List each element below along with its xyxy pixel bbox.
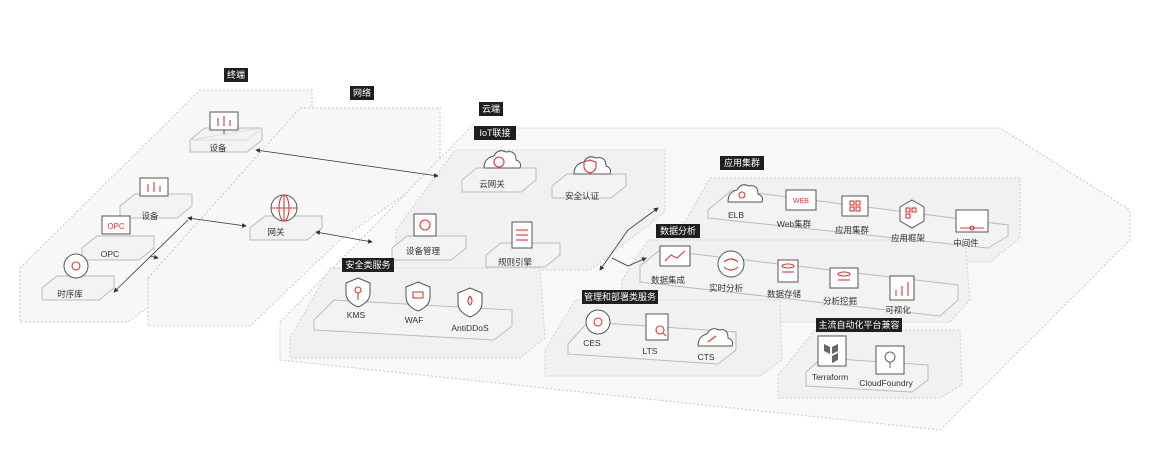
opc-icon: OPC [101,215,131,235]
svg-text:数据分析: 数据分析 [660,225,696,236]
label-cloudfoundry: CloudFoundry [859,378,913,388]
ddos-shield-icon [457,287,483,318]
key-shield-icon [345,277,371,308]
log-search-icon [645,313,669,341]
monitor-icon [209,111,239,134]
bar-chart-icon [889,275,915,301]
label-web-cluster: Web集群 [777,219,812,229]
web-screen-text: WEB [793,198,809,205]
opc-screen-text: OPC [107,222,125,231]
label-device-top: 设备 [209,143,227,153]
monitor-eye-icon [585,309,611,335]
group-tag-automation: 主流自动化平台兼容 [816,318,902,332]
group-tag-app-cluster: 应用集群 [720,156,764,170]
middleware-monitor-icon [955,209,989,233]
svg-text:IoT联接: IoT联接 [479,127,510,138]
group-tag-management: 管理和部署类服务 [582,290,658,304]
cloud-trace-icon [697,328,733,347]
label-visualization: 可视化 [885,305,911,315]
globe-icon [270,194,298,222]
svg-text:安全类服务: 安全类服务 [345,259,390,270]
cloudfoundry-icon [875,345,905,375]
document-icon [511,221,533,249]
firewall-shield-icon [405,281,431,312]
label-terraform: Terraform [812,372,848,382]
svg-text:终端: 终端 [227,69,245,80]
label-device-mgmt: 设备管理 [406,246,441,256]
label-waf: WAF [405,315,424,325]
label-cloud-gateway: 云网关 [479,179,505,189]
label-data-mining: 分析挖掘 [823,296,857,306]
label-kms: KMS [347,310,366,320]
database-disk-icon [63,253,89,279]
label-middleware: 中间件 [953,238,979,248]
svg-text:应用集群: 应用集群 [724,157,760,168]
label-device-mid: 设备 [141,211,159,221]
svg-text:云端: 云端 [482,103,500,114]
label-tsdb: 时序库 [57,289,83,299]
monitor-icon [139,177,169,197]
label-opc: OPC [101,249,119,259]
label-realtime-analysis: 实时分析 [709,283,744,293]
label-antiddos: AntiDDoS [451,323,489,333]
group-tag-iot: IoT联接 [474,126,516,140]
label-data-integration: 数据集成 [651,275,686,285]
zone-tag-network: 网络 [350,86,374,100]
label-app-cluster: 应用集群 [835,225,870,235]
cloud-shield-icon [573,156,611,175]
connection-arrows [113,148,659,293]
label-security-auth: 安全认证 [565,191,600,201]
cloud-load-balancer-icon [727,184,763,203]
label-ces: CES [583,338,601,348]
label-app-framework: 应用框架 [891,233,926,243]
group-tag-data-analysis: 数据分析 [656,224,700,238]
svg-text:主流自动化平台兼容: 主流自动化平台兼容 [818,319,899,330]
terraform-icon [817,335,847,367]
analysis-db-icon [829,267,859,289]
web-monitor-icon: WEB [785,189,817,211]
label-lts: LTS [643,346,658,356]
framework-icon [899,199,925,229]
app-grid-icon [841,195,869,217]
line-chart-icon [659,245,691,267]
storage-cylinder-icon [777,259,799,283]
label-data-storage: 数据存储 [767,289,802,299]
label-cts: CTS [698,352,715,362]
label-gateway: 网关 [267,227,285,237]
label-rule-engine: 规则引擎 [498,257,533,267]
zone-tag-cloud: 云端 [479,102,503,116]
label-elb: ELB [728,210,744,220]
svg-text:网络: 网络 [353,87,371,98]
realtime-sync-icon [717,250,745,278]
svg-text:管理和部署类服务: 管理和部署类服务 [584,291,656,302]
group-tag-security: 安全类服务 [342,258,394,272]
cloud-gateway-icon [483,150,521,169]
zone-tag-terminal: 终端 [224,68,248,82]
gear-icon [413,213,437,237]
